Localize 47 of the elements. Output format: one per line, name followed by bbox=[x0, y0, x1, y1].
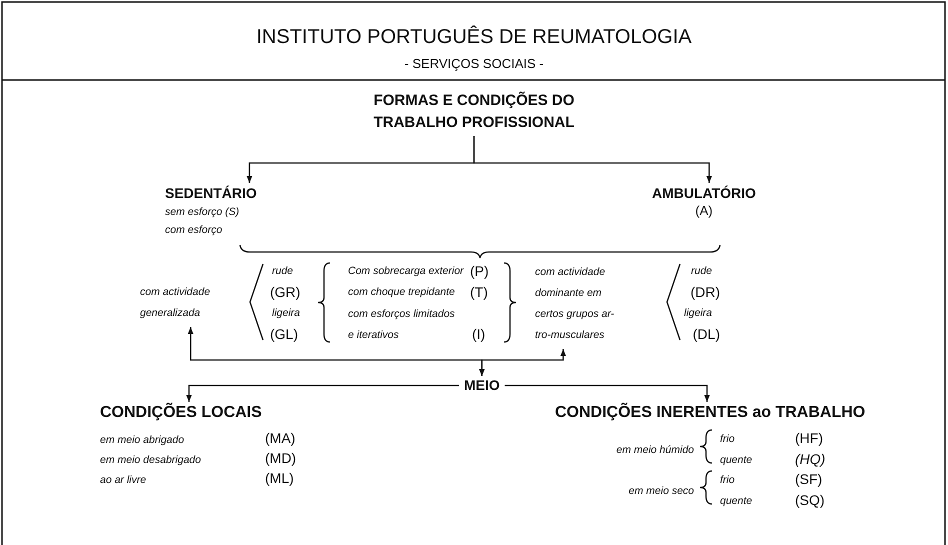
code-label: (HF) bbox=[795, 429, 823, 448]
item-text: frio bbox=[720, 432, 735, 447]
code-label: (ML) bbox=[265, 469, 294, 488]
arrow bbox=[186, 384, 459, 402]
arrow bbox=[473, 136, 712, 183]
item-text: em meio desabrigado bbox=[100, 453, 201, 468]
subtitle: - SERVIÇOS SOCIAIS - bbox=[404, 55, 544, 73]
item-text: quente bbox=[720, 494, 752, 509]
category-heading: AMBULATÓRIO bbox=[652, 184, 756, 203]
category-heading: SEDENTÁRIO bbox=[165, 184, 257, 203]
item-text: em meio seco bbox=[628, 484, 694, 499]
item-text: com esforço bbox=[165, 223, 224, 238]
section-heading: FORMAS E CONDIÇÕES DO TRABALHO PROFISSIONAL bbox=[324, 90, 624, 134]
item-text: rude bbox=[272, 264, 294, 279]
item-text: quente bbox=[720, 453, 752, 468]
code-label: (MA) bbox=[265, 429, 296, 448]
section-heading: CONDIÇÕES LOCAIS bbox=[100, 403, 262, 423]
item-text: ligeira bbox=[684, 306, 712, 321]
item-text: em meio húmido bbox=[616, 443, 694, 458]
code-label: (SF) bbox=[795, 470, 822, 489]
arrow bbox=[479, 349, 566, 376]
code-label: (MD) bbox=[265, 449, 296, 468]
item-text: com esforços limitados e iterativos bbox=[348, 307, 456, 343]
code-label: (GR) bbox=[270, 283, 300, 302]
code-label: (T) bbox=[470, 283, 488, 302]
item-text: Com sobrecarga exterior bbox=[348, 264, 464, 279]
arrow bbox=[504, 384, 710, 402]
code-label: (P) bbox=[470, 262, 489, 281]
item-text: (A) bbox=[694, 203, 714, 219]
item-text: com choque trepidante bbox=[348, 285, 455, 300]
code-label: (GL) bbox=[270, 325, 298, 344]
code-label: (I) bbox=[472, 325, 486, 344]
code-label: (HQ) bbox=[795, 450, 826, 469]
item-text: frio bbox=[720, 473, 735, 488]
activity-text: com actividade generalizada bbox=[140, 282, 232, 324]
item-text: rude bbox=[690, 264, 712, 279]
page-title: INSTITUTO PORTUGUÊS DE REUMATOLOGIA bbox=[255, 26, 693, 49]
code-label: (DR) bbox=[690, 283, 720, 302]
item-text: ao ar livre bbox=[100, 473, 146, 488]
item-text: em meio abrigado bbox=[100, 433, 184, 448]
code-label: (SQ) bbox=[795, 491, 825, 510]
item-text: sem esforço (S) bbox=[165, 205, 240, 220]
item-text: ligeira bbox=[272, 306, 300, 321]
code-label: (DL) bbox=[692, 325, 720, 344]
activity-text: com actividade dominante em certos grupos ar- tro-musculares bbox=[535, 262, 629, 346]
section-heading: CONDIÇÕES INERENTES ao TRABALHO bbox=[555, 403, 866, 423]
hub-heading: MEIO bbox=[464, 377, 500, 394]
